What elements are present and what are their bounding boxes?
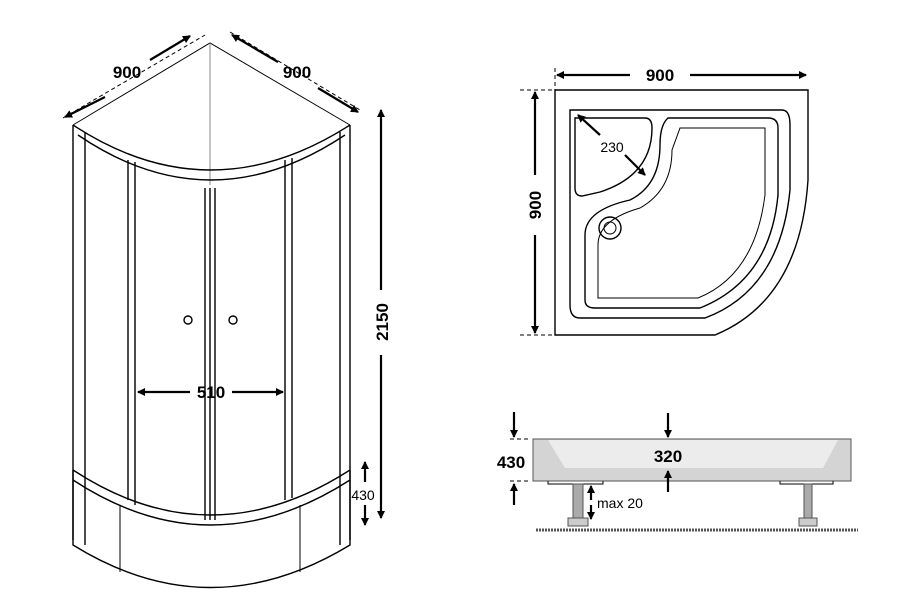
tray-inner-bowl — [548, 440, 838, 468]
dim-arrow — [64, 96, 106, 118]
dim-width-left: 900 — [113, 63, 141, 82]
dim-arrow — [317, 87, 359, 113]
dim-side-total-height: 430 — [497, 453, 525, 472]
dim-door-opening: 510 — [197, 383, 225, 402]
dim-tray-width: 900 — [646, 66, 674, 85]
dim-tray-depth: 900 — [526, 191, 545, 219]
drain-icon — [598, 216, 622, 240]
tray-side-view: 430 320 max 20 — [497, 412, 858, 532]
cabin-view: 900 900 2150 510 430 — [62, 31, 392, 589]
tray-panel-lines — [119, 505, 301, 572]
tray-top-view: 900 900 230 — [520, 66, 809, 336]
tray-outline — [554, 89, 809, 336]
cabin-side-posts — [72, 125, 351, 545]
tray-top-arc — [72, 469, 351, 516]
dim-side-depth: 320 — [654, 447, 682, 466]
drain-inner — [603, 221, 617, 235]
dim-width-right: 900 — [283, 63, 311, 82]
dim-arrow — [577, 114, 601, 136]
tray-base — [72, 470, 351, 589]
dim-leg-adjust: max 20 — [597, 495, 643, 511]
tray-rim — [569, 109, 791, 319]
cabin-top-edges — [72, 42, 351, 126]
dim-height: 2150 — [373, 303, 392, 341]
cabin-top-arc — [72, 124, 351, 171]
cabin-door-frames — [127, 158, 293, 505]
dim-guide — [229, 31, 361, 111]
door-handle-left — [183, 315, 193, 325]
dim-tray-height: 430 — [351, 487, 375, 503]
tray-basin — [584, 117, 779, 309]
dim-arrow — [624, 154, 646, 176]
tray-top-arc-inner — [72, 479, 351, 526]
cabin-top-arc-inner — [77, 134, 346, 181]
adjustable-leg-left — [567, 483, 589, 527]
dim-arrow — [231, 34, 279, 63]
tray-basin-inner — [597, 127, 766, 299]
tray-seat — [574, 117, 653, 197]
door-handle-right — [228, 315, 238, 325]
cabin-center-frame — [204, 188, 216, 520]
dim-seat-radius: 230 — [600, 139, 624, 155]
dim-arrow — [149, 35, 191, 61]
adjustable-leg-right — [798, 483, 818, 527]
